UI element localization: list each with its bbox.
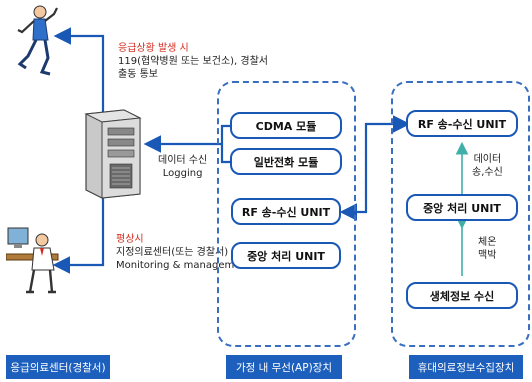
footer-ap-device: 가정 내 무선(AP)장치 [226, 355, 342, 379]
ap-rf-unit: RF 송-수신 UNIT [231, 198, 341, 225]
emergency-line-1: 119(협약병원 또는 보건소), 경찰서 [118, 56, 269, 67]
normal-title: 평상시 [116, 234, 144, 245]
ap-central-unit: 중앙 처리 UNIT [231, 242, 341, 269]
runner-icon [17, 5, 58, 76]
portable-rf-unit: RF 송-수신 UNIT [406, 110, 518, 137]
footer-emergency-center: 응급의료센터(경찰서) [6, 355, 110, 379]
arrow-modules-to-server [148, 124, 230, 164]
phone-module: 일반전화 모듈 [230, 148, 342, 175]
footer-portable-device: 휴대의료정보수집장치 [409, 355, 523, 379]
normal-note: 평상시 지정의료센터(또는 경찰서) Monitoring & manageme… [116, 233, 251, 272]
logging-label: Logging [162, 168, 203, 179]
data-transfer-label: 데이터 송,수신 [472, 153, 503, 179]
ap-device-panel [217, 81, 356, 347]
arrow-server-to-emergency [53, 27, 105, 112]
normal-line-1: 지정의료센터(또는 경찰서) [116, 247, 229, 258]
vitals-label: 체온 맥박 [478, 236, 496, 262]
data-label-2: 송,수신 [472, 167, 503, 178]
data-receive-label: 데이터 수신 [158, 155, 208, 166]
server-tower-icon [84, 109, 142, 199]
portable-device-panel [391, 81, 530, 347]
temp-label-1: 체온 [478, 237, 497, 248]
cdma-module: CDMA 모듈 [230, 112, 342, 139]
emergency-line-2: 출동 통보 [118, 69, 158, 80]
temp-label-2: 맥박 [478, 250, 497, 261]
arrow-server-to-monitoring [52, 195, 105, 274]
emergency-title: 응급상황 발생 시 [118, 43, 189, 54]
emergency-note: 응급상황 발생 시 119(협약병원 또는 보건소), 경찰서 출동 통보 [118, 42, 268, 81]
data-label-1: 데이터 [473, 154, 502, 165]
bio-info-receiver: 생체정보 수신 [406, 282, 518, 309]
doctor-desk-icon [6, 227, 59, 294]
portable-central-unit: 중앙 처리 UNIT [406, 194, 518, 221]
normal-line-2: Monitoring & management [116, 260, 251, 271]
data-receive-note: 데이터 수신 Logging [158, 154, 207, 180]
